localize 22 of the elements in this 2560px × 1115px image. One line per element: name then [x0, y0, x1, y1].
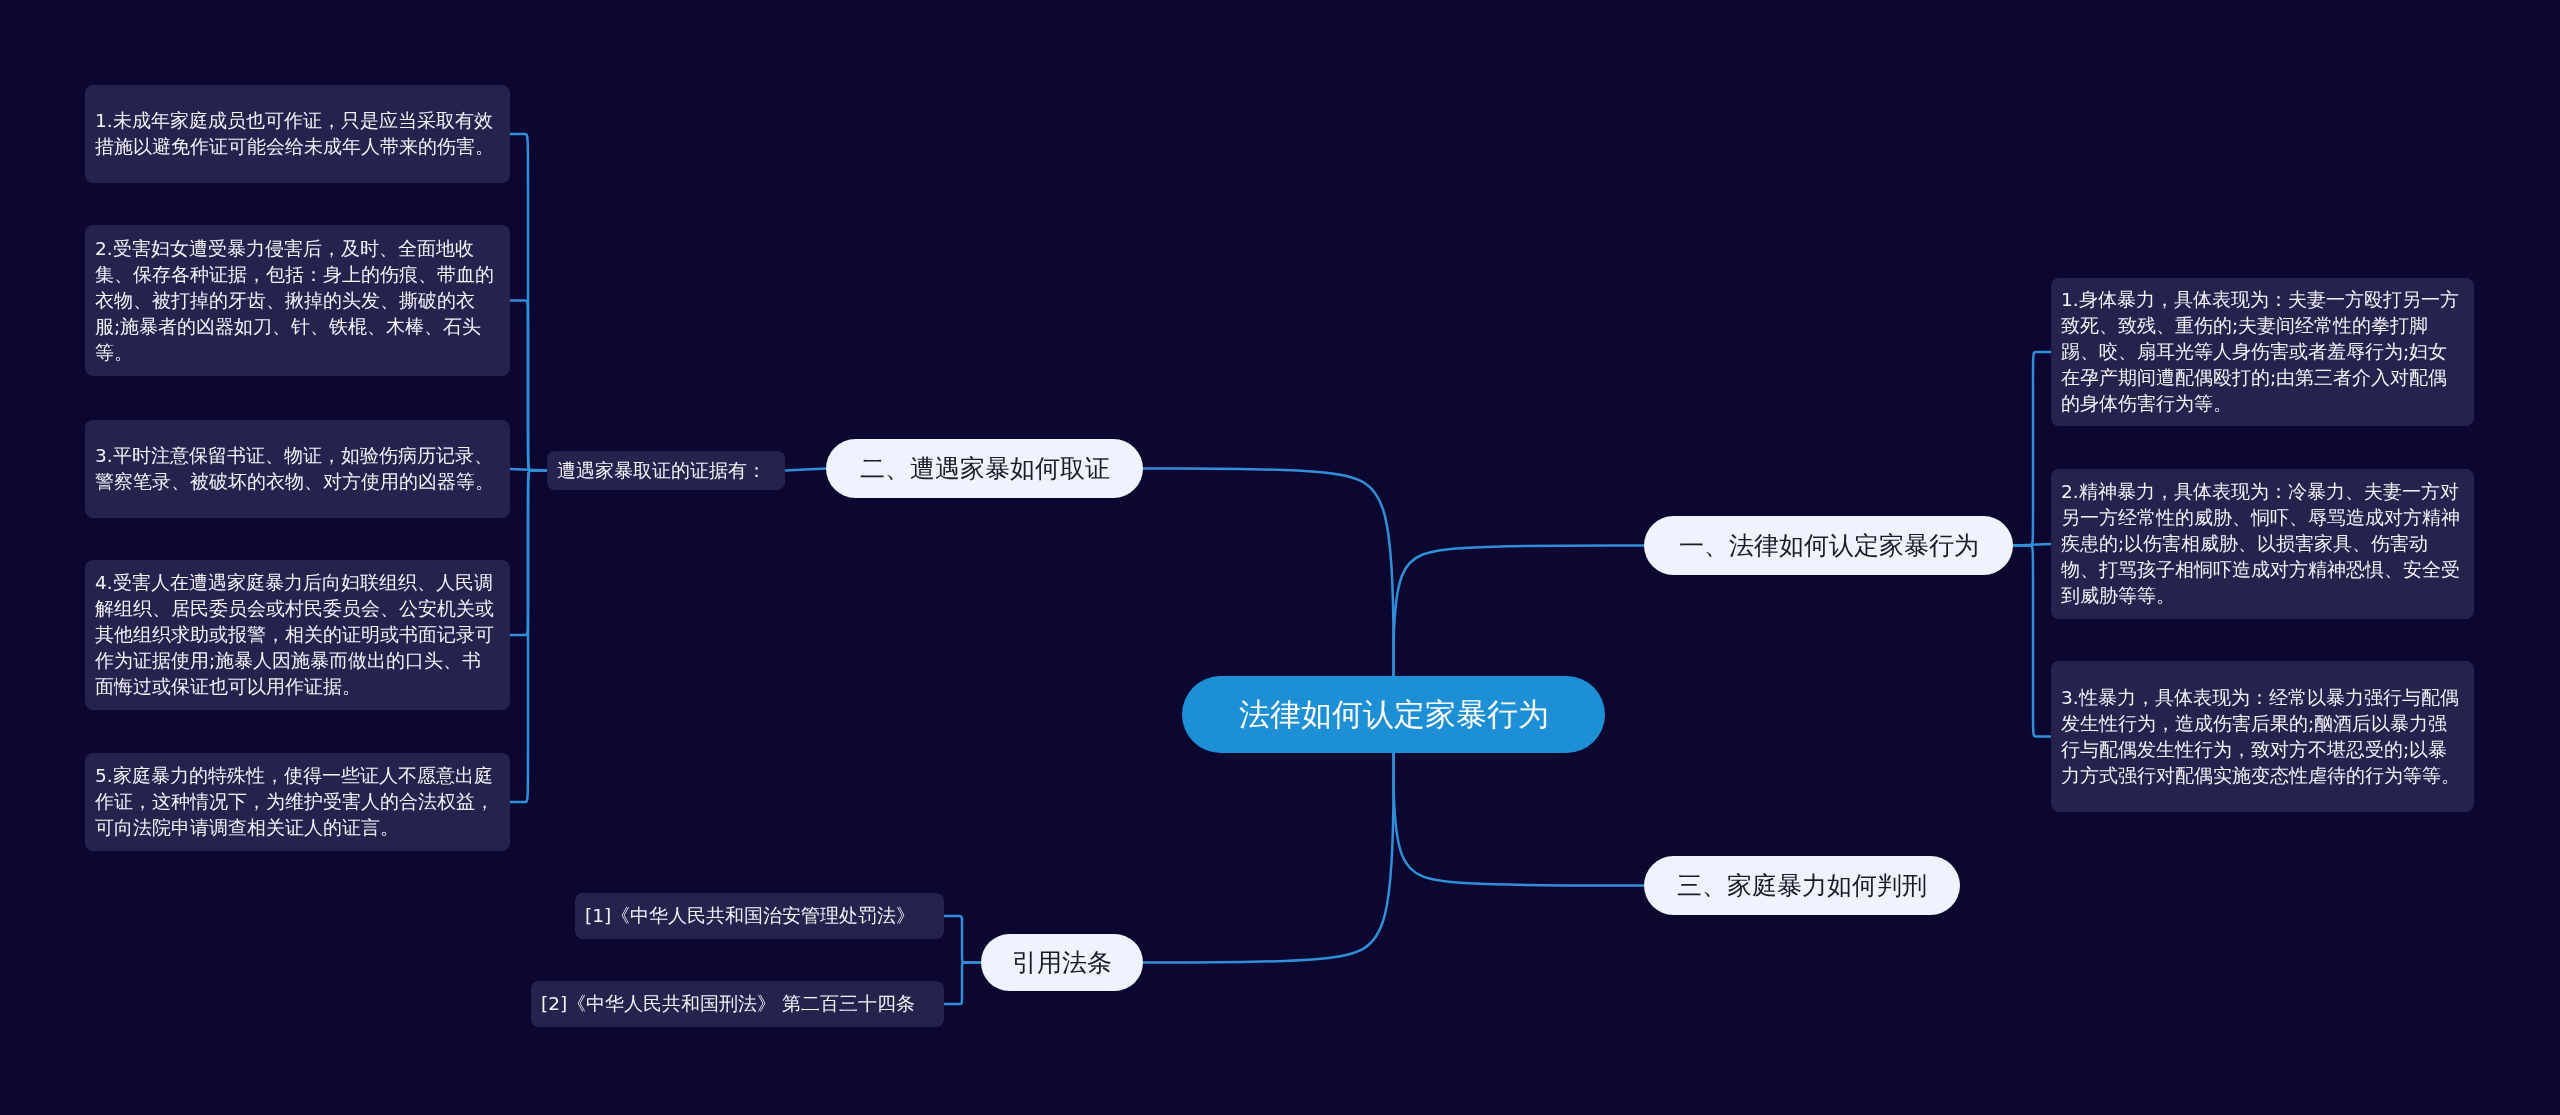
note-card: 4.受害人在遭遇家庭暴力后向妇联组织、人民调解组织、居民委员会或村民委员会、公安机关或其他组织求助或报警，相关的证明或书面记录可作为证据使用;施暴人因施暴而做出的口头、书面悔过或保证也可以用作证据。 [85, 560, 510, 710]
branch-topic: 三、家庭暴力如何判刑 [1644, 856, 1960, 915]
note-card: 2.精神暴力，具体表现为：冷暴力、夫妻一方对另一方经常性的威胁、恫吓、辱骂造成对方精神疾患的;以伤害相威胁、以损害家具、伤害动物、打骂孩子相恫吓造成对方精神恐惧、安全受到威胁等等。 [2051, 469, 2474, 619]
note-card: 遭遇家暴取证的证据有： [547, 451, 785, 490]
note-card: 3.性暴力，具体表现为：经常以暴力强行与配偶发生性行为，造成伤害后果的;酗酒后以暴力强行与配偶发生性行为，致对方不堪忍受的;以暴力方式强行对配偶实施变态性虐待的行为等等。 [2051, 661, 2474, 812]
note-card: [2]《中华人民共和国刑法》 第二百三十四条 [531, 981, 944, 1027]
note-card: [1]《中华人民共和国治安管理处罚法》 [575, 893, 944, 939]
connector-line [784, 467, 827, 472]
branch-topic: 一、法律如何认定家暴行为 [1644, 516, 2013, 575]
note-card: 2.受害妇女遭受暴力侵害后，及时、全面地收集、保存各种证据，包括：身上的伤痕、带血的衣物、被打掉的牙齿、揪掉的头发、撕破的衣服;施暴者的凶器如刀、针、铁棍、木棒、石头等。 [85, 225, 510, 376]
note-card: 3.平时注意保留书证、物证，如验伤病历记录、警察笔录、被破坏的衣物、对方使用的凶器等。 [85, 420, 510, 518]
branch-topic: 引用法条 [981, 934, 1143, 991]
central-topic: 法律如何认定家暴行为 [1182, 676, 1605, 753]
note-card: 5.家庭暴力的特殊性，使得一些证人不愿意出庭作证，这种情况下，为维护受害人的合法权益，可向法院申请调查相关证人的证言。 [85, 753, 510, 851]
connector-line [1143, 467, 1395, 676]
connector-line [944, 961, 981, 1006]
note-card: 1.未成年家庭成员也可作证，只是应当采取有效措施以避免作证可能会给未成年人带来的伤害。 [85, 85, 510, 183]
branch-topic: 二、遭遇家暴如何取证 [826, 439, 1143, 498]
connector-line [510, 469, 547, 804]
connector-line [2013, 544, 2051, 738]
note-card: 1.身体暴力，具体表现为：夫妻一方殴打另一方致死、致残、重伤的;夫妻间经常性的拳打脚踢、咬、扇耳光等人身伤害或者羞辱行为;妇女在孕产期间遭配偶殴打的;由第三者介入对配偶的身体伤害行为等。 [2051, 278, 2474, 426]
connector-line [1143, 753, 1395, 964]
